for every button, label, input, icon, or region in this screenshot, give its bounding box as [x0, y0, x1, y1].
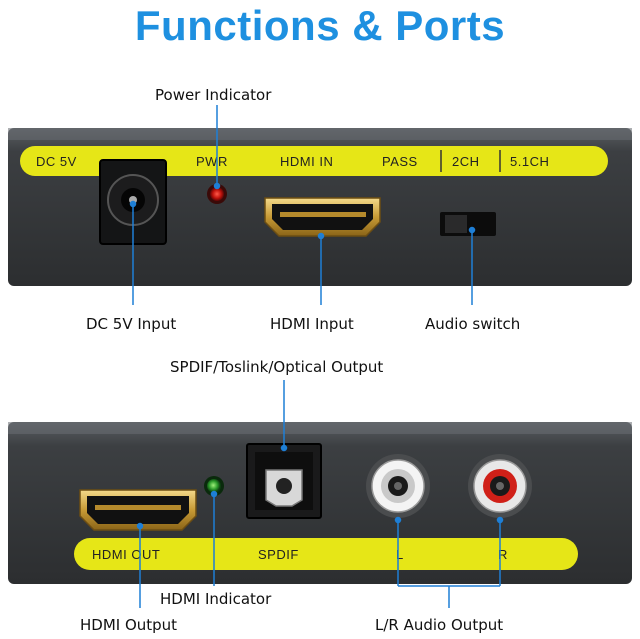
- hdmi-output-port-icon: [79, 489, 197, 531]
- bottom-callout-lines: [136, 380, 504, 608]
- strip-label-pwr: PWR: [196, 154, 228, 169]
- callout-hdmi-output: HDMI Output: [80, 616, 178, 634]
- bottom-label-strip: [74, 538, 578, 570]
- page-title: Functions & Ports: [134, 2, 506, 49]
- audio-switch-icon: [440, 212, 496, 236]
- callout-audio-switch: Audio switch: [425, 315, 521, 333]
- hdmi-input-port-icon: [264, 197, 381, 237]
- bottom-device-panel: HDMI OUT SPDIF L R: [8, 422, 632, 584]
- optical-port-icon: [246, 443, 322, 519]
- strip-label-hdmi-in: HDMI IN: [280, 154, 333, 169]
- callout-lr-audio-output: L/R Audio Output: [375, 616, 504, 634]
- power-led-icon: [207, 184, 227, 204]
- rca-left-jack-icon: [366, 454, 430, 518]
- strip-label-pass: PASS: [382, 154, 418, 169]
- strip-label-r: R: [498, 547, 508, 562]
- strip-label-2ch: 2CH: [452, 154, 480, 169]
- strip-label-dc5v: DC 5V: [36, 154, 77, 169]
- callout-hdmi-input: HDMI Input: [270, 315, 354, 333]
- callout-hdmi-indicator: HDMI Indicator: [160, 590, 272, 608]
- top-callout-lines: [129, 105, 476, 305]
- strip-label-l: L: [396, 547, 404, 562]
- callout-spdif-output: SPDIF/Toslink/Optical Output: [170, 358, 384, 376]
- callout-dc-input: DC 5V Input: [86, 315, 177, 333]
- hdmi-led-icon: [204, 476, 224, 496]
- strip-label-5-1ch: 5.1CH: [510, 154, 549, 169]
- callout-power-indicator: Power Indicator: [155, 86, 272, 104]
- strip-label-hdmi-out: HDMI OUT: [92, 547, 160, 562]
- rca-right-jack-icon: [468, 454, 532, 518]
- top-device-panel: DC 5V PWR HDMI IN PASS 2CH 5.1CH: [8, 128, 632, 286]
- strip-label-spdif: SPDIF: [258, 547, 299, 562]
